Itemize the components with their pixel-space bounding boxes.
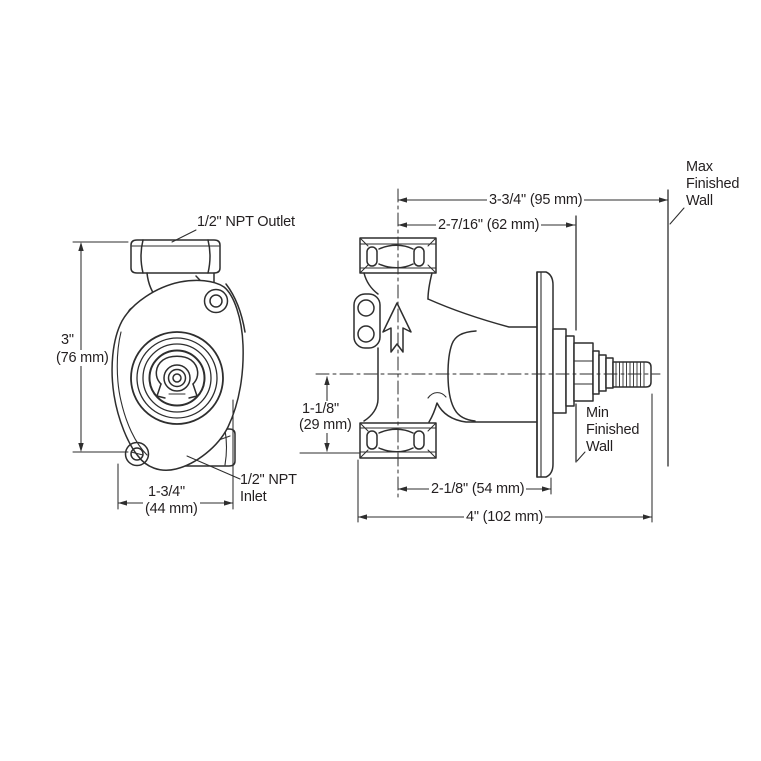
max-wall-label: Max Finished Wall bbox=[686, 159, 739, 210]
width-dim-value: 1-3/4" bbox=[146, 484, 187, 500]
height-dim-value: 3" bbox=[59, 332, 76, 348]
max-wall-label-line2: Finished bbox=[686, 176, 740, 192]
max-wall-leader-line bbox=[669, 207, 685, 225]
max-wall-label-line3: Wall bbox=[686, 193, 713, 209]
max-wall-dim-label: 3-3/4" (95 mm) bbox=[487, 192, 585, 208]
min-wall-dim-label: 2-7/16" (62 mm) bbox=[436, 217, 542, 233]
min-wall-leader-line bbox=[576, 451, 586, 462]
inlet-label: 1/2" NPT Inlet bbox=[240, 472, 297, 506]
max-wall-label-line1: Max bbox=[686, 159, 713, 175]
dimension-arrowheads bbox=[78, 197, 668, 520]
overall-dim-label: 4" (102 mm) bbox=[464, 509, 546, 525]
inlet-drop-dim-value: 1-1/8" bbox=[300, 401, 341, 417]
min-wall-label-line3: Wall bbox=[586, 439, 613, 455]
height-dim-metric: (76 mm) bbox=[54, 350, 111, 366]
inlet-leader-line bbox=[186, 455, 241, 480]
inlet-label-line1: 1/2" NPT bbox=[240, 472, 297, 488]
inlet-drop-dim-metric: (29 mm) bbox=[297, 417, 354, 433]
outlet-leader-line bbox=[171, 229, 197, 243]
front-view-drawing bbox=[111, 239, 246, 471]
outlet-label: 1/2" NPT Outlet bbox=[197, 214, 295, 230]
min-wall-label-line1: Min bbox=[586, 405, 609, 421]
min-wall-label: Min Finished Wall bbox=[586, 405, 639, 456]
inlet-label-line2: Inlet bbox=[240, 489, 267, 505]
centerlines bbox=[315, 188, 661, 498]
width-dim-metric: (44 mm) bbox=[143, 501, 200, 517]
flange-dim-label: 2-1/8" (54 mm) bbox=[429, 481, 527, 497]
min-wall-label-line2: Finished bbox=[586, 422, 640, 438]
